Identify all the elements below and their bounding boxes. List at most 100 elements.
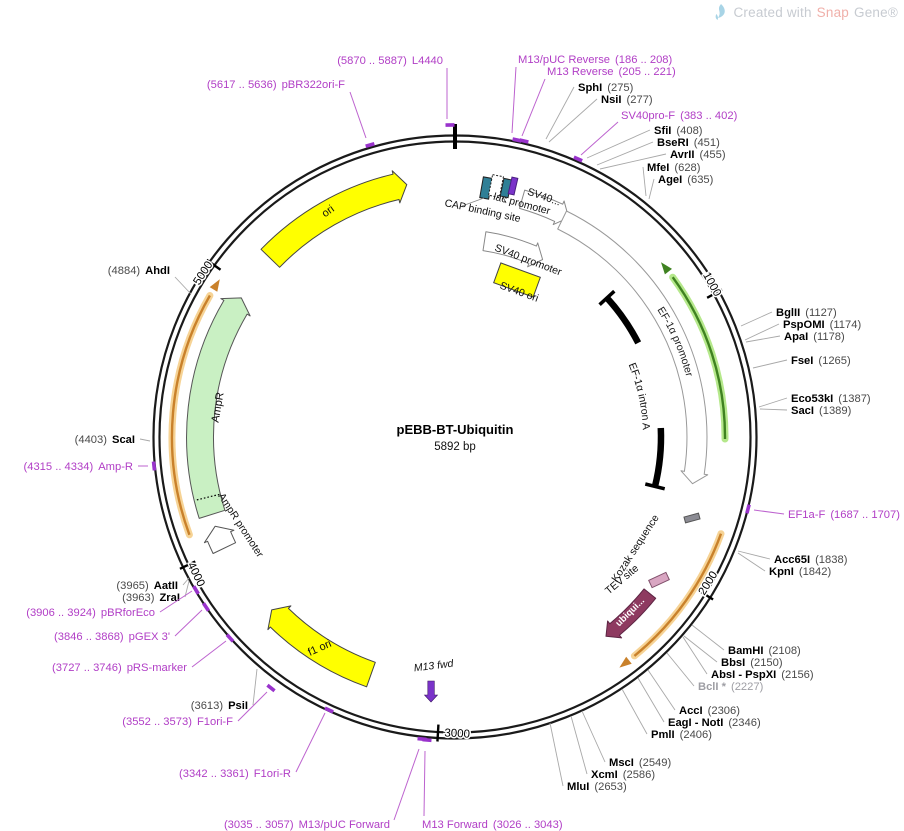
- primer-tick-pGEX-3-: [201, 602, 211, 612]
- enzyme-leader-AbsI-PspXI: [682, 636, 708, 675]
- enzyme-label-MscI: MscI(2549): [609, 757, 671, 769]
- enzyme-leader-Eco53kI: [758, 397, 788, 408]
- tick-label-5000: 5000: [191, 259, 215, 287]
- aux-leader-1: [461, 197, 485, 207]
- feature-m13-rev-box: [507, 176, 519, 196]
- primer-label-M13-Reverse: M13 Reverse(205 .. 221): [547, 66, 676, 78]
- primer-tick-L4440: [445, 123, 455, 127]
- enzyme-label-AhdI: (4884)AhdI: [108, 265, 170, 277]
- enzyme-leader-SphI: [545, 86, 575, 140]
- watermark-prefix: Created with: [733, 5, 812, 20]
- feature-ori: [260, 170, 408, 268]
- enzyme-label-PspOMI: PspOMI(1174): [783, 319, 861, 331]
- enzyme-leader-BamHI: [691, 624, 725, 651]
- primer-tick-pBR322ori-F: [365, 142, 375, 148]
- tick-5000: [205, 258, 222, 271]
- enzyme-leader-PspOMI: [744, 323, 780, 341]
- feature-ef1a-intron-a-1: [604, 295, 642, 345]
- feature-ef1a-rev-arrow-arrowhead: [661, 262, 672, 275]
- enzyme-leader-MluI: [549, 722, 564, 787]
- enzyme-label-SfiI: SfiI(408): [654, 125, 703, 137]
- primer-leader-SV40pro-F: [580, 121, 619, 156]
- enzyme-leader-PsiI: [252, 668, 258, 706]
- primer-leader-EF1a-F: [753, 509, 785, 515]
- backbone-outer-ring: [152, 134, 758, 740]
- tick-label-3000: 3000: [444, 727, 470, 740]
- tick-label-1000: 1000: [700, 270, 723, 298]
- enzyme-label-NsiI: NsiI(277): [601, 94, 653, 106]
- enzyme-label-AvrII: AvrII(455): [670, 149, 726, 161]
- enzyme-leader-AccI: [647, 669, 676, 711]
- feature-lac-promoter-box: [488, 174, 504, 198]
- aux-leader-0: [502, 196, 507, 204]
- primer-tick-pBRforEco: [192, 585, 200, 595]
- enzyme-label-AbsI-PspXI: AbsI - PspXI(2156): [711, 669, 814, 681]
- primer-tick-Amp-R: [151, 461, 157, 471]
- curved-label-1: EF-1α intron A: [626, 361, 652, 430]
- primer-label-M13-pUC-Forward: (3035 .. 3057)M13/pUC Forward: [224, 819, 390, 831]
- enzyme-leader-XcmI: [570, 715, 588, 775]
- feature-sv40-promoter: [482, 231, 544, 268]
- feature-ubiquitin: [605, 588, 657, 639]
- primer-leader-M13-pUC-Reverse: [511, 66, 517, 134]
- primer-leader-pBR322ori-F: [349, 91, 367, 139]
- enzyme-label-Acc65I: Acc65I(1838): [774, 554, 848, 566]
- enzyme-leader-BclI-: [666, 652, 695, 687]
- primer-label-pRS-marker: (3727 .. 3746)pRS-marker: [52, 662, 187, 674]
- primer-tick-pRS-marker: [225, 633, 235, 643]
- enzyme-label-BclI-: BclI *(2227): [698, 681, 764, 693]
- primer-label-F1ori-R: (3342 .. 3361)F1ori-R: [179, 768, 291, 780]
- feature-ef1a-rev-arrow: [671, 276, 727, 440]
- enzyme-leader-BglII: [740, 311, 773, 327]
- enzyme-leader-KpnI: [737, 552, 766, 572]
- primer-label-Amp-R: (4315 .. 4334)Amp-R: [24, 461, 133, 473]
- feature-ef1a-promoter: [557, 210, 709, 485]
- enzyme-label-EagI-NotI: EagI - NotI(2346): [668, 717, 761, 729]
- enzyme-leader-ZraI: [184, 580, 190, 598]
- tick-4000: [179, 560, 196, 570]
- plasmid-size: 5892 bp: [434, 441, 476, 453]
- enzyme-leader-SacI: [759, 408, 788, 411]
- primer-leader-M13-Forward: [423, 750, 426, 817]
- enzyme-label-XcmI: XcmI(2586): [591, 769, 655, 781]
- primer-leader-F1ori-F: [237, 691, 268, 722]
- primer-leader-pBRforEco: [159, 590, 193, 613]
- primer-tick-F1ori-R: [324, 706, 334, 714]
- primer-leader-F1ori-R: [295, 712, 326, 773]
- primer-label-F1ori-F: (3552 .. 3573)F1ori-F: [122, 716, 233, 728]
- enzyme-leader-BbsI: [683, 635, 718, 663]
- enzyme-label-KpnI: KpnI(1842): [769, 566, 831, 578]
- enzyme-leader-ApaI: [745, 335, 781, 343]
- feature-sv40-ori-box: [493, 262, 541, 298]
- feature-f1-ori: [267, 605, 376, 688]
- enzyme-label-PsiI: (3613)PsiI: [191, 700, 248, 712]
- snapgene-logo-icon: [716, 4, 726, 20]
- primer-tick-SV40pro-F: [573, 155, 583, 163]
- primer-label-M13-pUC-Reverse: M13/pUC Reverse(186 .. 208): [518, 54, 673, 66]
- enzyme-label-MfeI: MfeI(628): [647, 162, 701, 174]
- enzyme-label-PmlI: PmlI(2406): [651, 729, 712, 741]
- enzyme-label-SphI: SphI(275): [578, 82, 634, 94]
- tick-3000: [436, 724, 440, 742]
- feature-ef1a-intron-a-2-end-bar: [644, 482, 666, 491]
- feature-ampr: [186, 297, 251, 519]
- enzyme-leader-FseI: [752, 359, 788, 369]
- feature-ef1a-intron-a-2: [651, 427, 665, 488]
- enzyme-label-SacI: SacI(1389): [791, 405, 852, 417]
- primer-tick-M13-Reverse: [519, 138, 529, 144]
- enzyme-leader-PmlI: [621, 688, 648, 735]
- primer-tick-M13-Forward: [422, 737, 432, 743]
- primer-label-L4440: (5870 .. 5887)L4440: [337, 55, 443, 67]
- primer-tick-F1ori-F: [266, 683, 276, 693]
- primer-leader-pGEX-3-: [174, 609, 203, 637]
- feature-orf-left: [170, 294, 211, 536]
- primer-leader-pRS-marker: [191, 640, 227, 668]
- enzyme-label-BglII: BglII(1127): [776, 307, 837, 319]
- feature-tev-box: [648, 571, 670, 589]
- primer-tick-EF1a-F: [745, 504, 751, 514]
- enzyme-leader-Acc65I: [737, 550, 771, 560]
- curved-label-text-1: EF-1α intron A: [626, 361, 652, 430]
